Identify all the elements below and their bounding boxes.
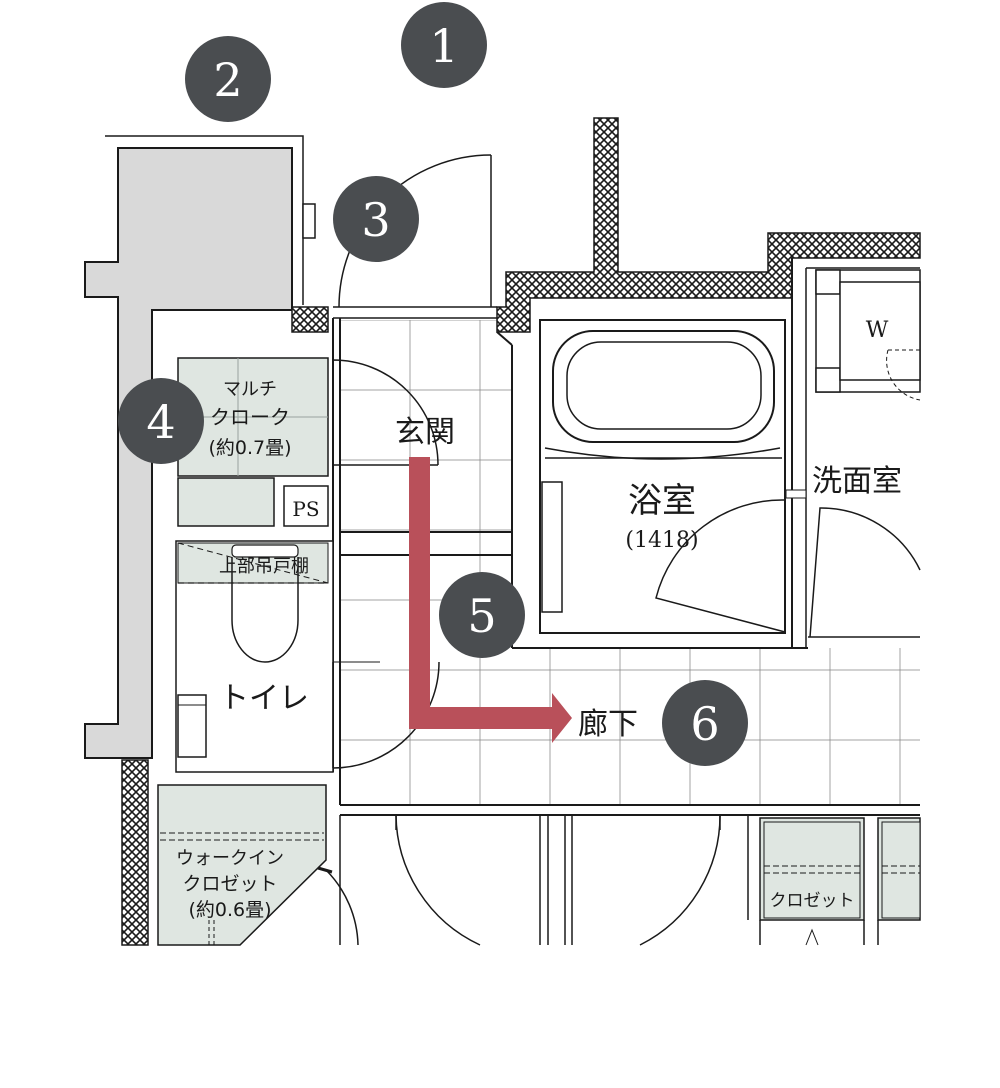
marker-3: 3	[333, 176, 419, 262]
svg-text:6: 6	[690, 697, 719, 751]
label-washroom: 洗面室	[812, 464, 902, 499]
svg-text:1: 1	[429, 19, 458, 73]
label-toilet: トイレ	[219, 681, 309, 716]
marker-2: 2	[185, 36, 271, 122]
toilet-room	[175, 540, 440, 773]
label-wic-3: (約0.6畳)	[188, 899, 271, 921]
label-bathroom: 浴室	[628, 481, 696, 521]
label-genkan: 玄関	[395, 415, 455, 450]
label-bathroom-size: (1418)	[625, 528, 698, 553]
washroom	[785, 258, 921, 648]
svg-text:5: 5	[467, 589, 496, 643]
marker-5: 5	[439, 572, 525, 658]
hatched-walls	[121, 117, 921, 946]
ps-box	[283, 485, 329, 527]
label-corridor: 廊下	[578, 707, 638, 742]
label-upper-shelf: 上部吊戸棚	[219, 556, 309, 577]
door-handle-box	[302, 203, 316, 239]
label-multi-cloak-3: (約0.7畳)	[208, 437, 291, 459]
label-closet: クロゼット	[770, 891, 855, 911]
svg-text:2: 2	[213, 53, 242, 107]
label-wic-2: クロゼット	[182, 873, 277, 895]
lower-doors	[339, 814, 721, 946]
label-multi-cloak-2: クローク	[210, 405, 290, 429]
walk-in-closet	[157, 784, 359, 946]
label-ps: PS	[292, 497, 319, 521]
svg-text:3: 3	[361, 193, 390, 247]
marker-1: 1	[401, 2, 487, 88]
route-arrow	[409, 457, 572, 743]
label-multi-cloak-1: マルチ	[223, 379, 277, 400]
bathroom	[539, 319, 786, 634]
label-wic-1: ウォークイン	[176, 848, 284, 869]
closets-right	[747, 815, 921, 946]
exterior-wall-outline	[105, 135, 304, 305]
label-washer: W	[866, 318, 889, 343]
svg-text:4: 4	[146, 395, 175, 449]
marker-6: 6	[662, 680, 748, 766]
marker-4: 4	[118, 378, 204, 464]
